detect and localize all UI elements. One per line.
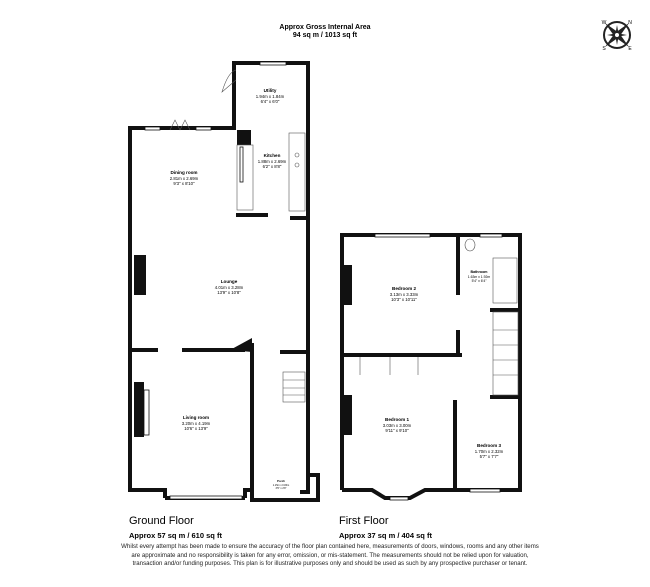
svg-text:Lounge: Lounge	[221, 279, 238, 284]
room-bedroom-2: Bedroom 2 3.13m x 3.33m 10'3" x 10'11"	[390, 286, 419, 302]
first-floor-fixtures	[359, 238, 519, 396]
compass-label-e: E	[628, 46, 632, 52]
svg-text:3.13m x 3.33m: 3.13m x 3.33m	[390, 292, 419, 297]
svg-text:Bedroom 3: Bedroom 3	[477, 443, 501, 448]
svg-text:3'9" x 2'9": 3'9" x 2'9"	[276, 487, 287, 490]
svg-text:2.81m x 2.69m: 2.81m x 2.69m	[170, 176, 199, 181]
room-utility: Utility 1.94m x 1.84m 6'4" x 6'0"	[256, 88, 285, 104]
first-floor-windows	[374, 233, 503, 501]
first-floor-label: First Floor	[339, 515, 389, 527]
svg-text:1.94m x 1.84m: 1.94m x 1.84m	[256, 94, 285, 99]
svg-text:10'6" x 13'9": 10'6" x 13'9"	[184, 426, 208, 431]
svg-text:10'3" x 10'11": 10'3" x 10'11"	[391, 297, 417, 302]
svg-text:13'9" x 10'8": 13'9" x 10'8"	[217, 290, 241, 295]
header-total-area: 94 sq m / 1013 sq ft	[292, 32, 358, 39]
svg-text:Bathroom: Bathroom	[471, 270, 488, 274]
compass-label-s: S	[602, 46, 606, 52]
room-lounge: Lounge 4.01m x 3.28m 13'9" x 10'8"	[215, 279, 244, 295]
first-floor-chimneys	[344, 265, 352, 435]
ground-floor-windows	[143, 61, 287, 500]
svg-text:Bedroom 1: Bedroom 1	[385, 417, 409, 422]
svg-text:Utility: Utility	[264, 88, 277, 93]
compass-label-n: N	[628, 20, 632, 26]
room-living-room: Living room 3.20m x 4.19m 10'6" x 13'9"	[182, 415, 211, 431]
header-title: Approx Gross Internal Area	[279, 24, 371, 31]
room-bedroom-1: Bedroom 1 3.03m x 3.00m 9'11" x 9'10"	[383, 417, 412, 433]
ground-floor-area: Approx 57 sq m / 610 sq ft	[129, 531, 222, 540]
svg-text:Kitchen: Kitchen	[264, 153, 281, 158]
svg-text:3.20m x 4.19m: 3.20m x 4.19m	[182, 421, 211, 426]
svg-text:Living room: Living room	[183, 415, 209, 420]
first-floor-area: Approx 37 sq m / 404 sq ft	[339, 531, 432, 540]
svg-text:9'3" x 8'10": 9'3" x 8'10"	[173, 181, 195, 186]
compass-label-w: W	[602, 20, 607, 26]
ground-floor-chimneys	[134, 130, 306, 437]
svg-text:Porch: Porch	[277, 479, 285, 483]
svg-text:1.70m x 2.32m: 1.70m x 2.32m	[475, 449, 504, 454]
svg-text:Dining room: Dining room	[170, 170, 197, 175]
svg-text:1.88m x 2.69m: 1.88m x 2.69m	[258, 159, 287, 164]
svg-text:6'4" x 6'0": 6'4" x 6'0"	[261, 99, 280, 104]
disclaimer: Whilst every attempt has been made to en…	[121, 543, 539, 568]
room-kitchen: Kitchen 1.88m x 2.69m 6'2" x 8'8"	[258, 153, 287, 169]
svg-text:1.63m x 1.92m: 1.63m x 1.92m	[468, 275, 491, 279]
svg-text:3.03m x 3.00m: 3.03m x 3.00m	[383, 423, 412, 428]
room-bedroom-3: Bedroom 3 1.70m x 2.32m 5'7" x 7'7"	[475, 443, 504, 459]
svg-text:9'11" x 9'10": 9'11" x 9'10"	[385, 428, 409, 433]
room-dining-room: Dining room 2.81m x 2.69m 9'3" x 8'10"	[170, 170, 199, 186]
fixtures	[169, 69, 306, 403]
svg-text:5'4" x 6'4": 5'4" x 6'4"	[472, 279, 488, 283]
svg-text:5'7" x 7'7": 5'7" x 7'7"	[480, 454, 499, 459]
svg-text:1.15m x 0.84m: 1.15m x 0.84m	[273, 484, 290, 487]
svg-text:Bedroom 2: Bedroom 2	[392, 286, 416, 291]
room-porch: Porch 1.15m x 0.84m 3'9" x 2'9"	[273, 479, 290, 490]
room-bathroom: Bathroom 1.63m x 1.92m 5'4" x 6'4"	[468, 270, 491, 283]
compass-rose-icon: W N E S	[602, 20, 633, 52]
svg-text:6'2" x 8'8": 6'2" x 8'8"	[263, 164, 282, 169]
ground-floor-label: Ground Floor	[129, 515, 194, 527]
svg-text:4.01m x 3.28m: 4.01m x 3.28m	[215, 285, 244, 290]
